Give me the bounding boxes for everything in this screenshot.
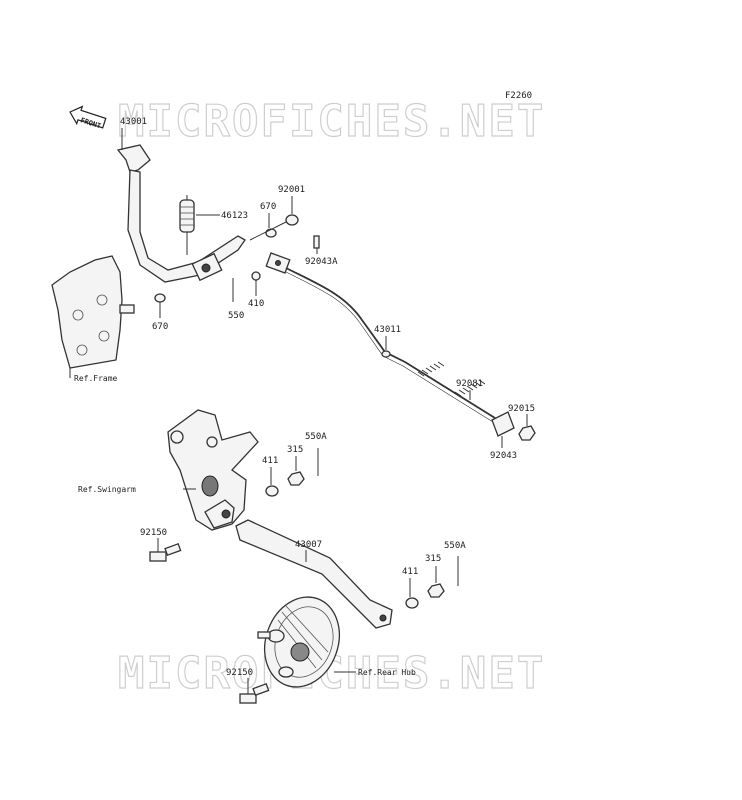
label-43007: 43007	[295, 540, 322, 550]
rod-spring-92081	[417, 361, 486, 397]
watermark-top: MICROFICHES.NET	[118, 96, 545, 147]
torque-link-43007	[235, 519, 393, 629]
nut-315-lower	[427, 583, 445, 598]
washer-411-lower	[405, 597, 419, 609]
o-ring-670-lower	[154, 293, 166, 303]
front-arrow-icon	[69, 105, 107, 129]
label-92015: 92015	[508, 404, 535, 414]
o-ring-670-top	[265, 228, 277, 238]
frame-reference-shape	[51, 255, 135, 369]
bolt-92150-upper	[149, 543, 182, 562]
bolt-92150-lower	[239, 683, 270, 704]
label-550a-upper: 550A	[305, 432, 327, 442]
return-spring	[179, 195, 195, 255]
label-92150-lower: 92150	[226, 668, 253, 678]
nut-315-upper	[287, 471, 305, 486]
label-92043: 92043	[490, 451, 517, 461]
label-92001: 92001	[278, 185, 305, 195]
label-92081: 92081	[456, 379, 483, 389]
label-670-top: 670	[260, 202, 276, 212]
washer-410	[251, 271, 261, 281]
label-670-lower: 670	[152, 322, 168, 332]
bolt-92001	[249, 214, 299, 241]
label-92150-upper: 92150	[140, 528, 167, 538]
label-411-lower: 411	[402, 567, 418, 577]
ref-rear-hub-label: Ref.Rear Hub	[358, 668, 416, 677]
rear-hub-brake-panel	[257, 596, 340, 688]
label-411-upper: 411	[262, 456, 278, 466]
pin-92043a	[313, 235, 320, 249]
rod-clevis	[265, 252, 291, 274]
label-550: 550	[228, 311, 244, 321]
label-46123: 46123	[221, 211, 248, 221]
ref-swingarm-label: Ref.Swingarm	[78, 485, 136, 494]
label-315-lower: 315	[425, 554, 441, 564]
label-92043a: 92043A	[305, 257, 338, 267]
nut-92015	[518, 425, 536, 441]
joint-92043	[491, 411, 515, 437]
ref-frame-label: Ref.Frame	[74, 374, 118, 383]
washer-411-upper	[265, 485, 279, 497]
label-43011: 43011	[374, 325, 401, 335]
swingarm-reference-shape	[167, 409, 259, 531]
label-315-upper: 315	[287, 445, 303, 455]
label-43001: 43001	[120, 117, 147, 127]
brake-pedal	[116, 144, 246, 283]
label-410: 410	[248, 299, 264, 309]
figure-code: F2260	[505, 91, 532, 101]
label-550a-lower: 550A	[444, 541, 466, 551]
brake-rod-43011	[285, 267, 496, 423]
